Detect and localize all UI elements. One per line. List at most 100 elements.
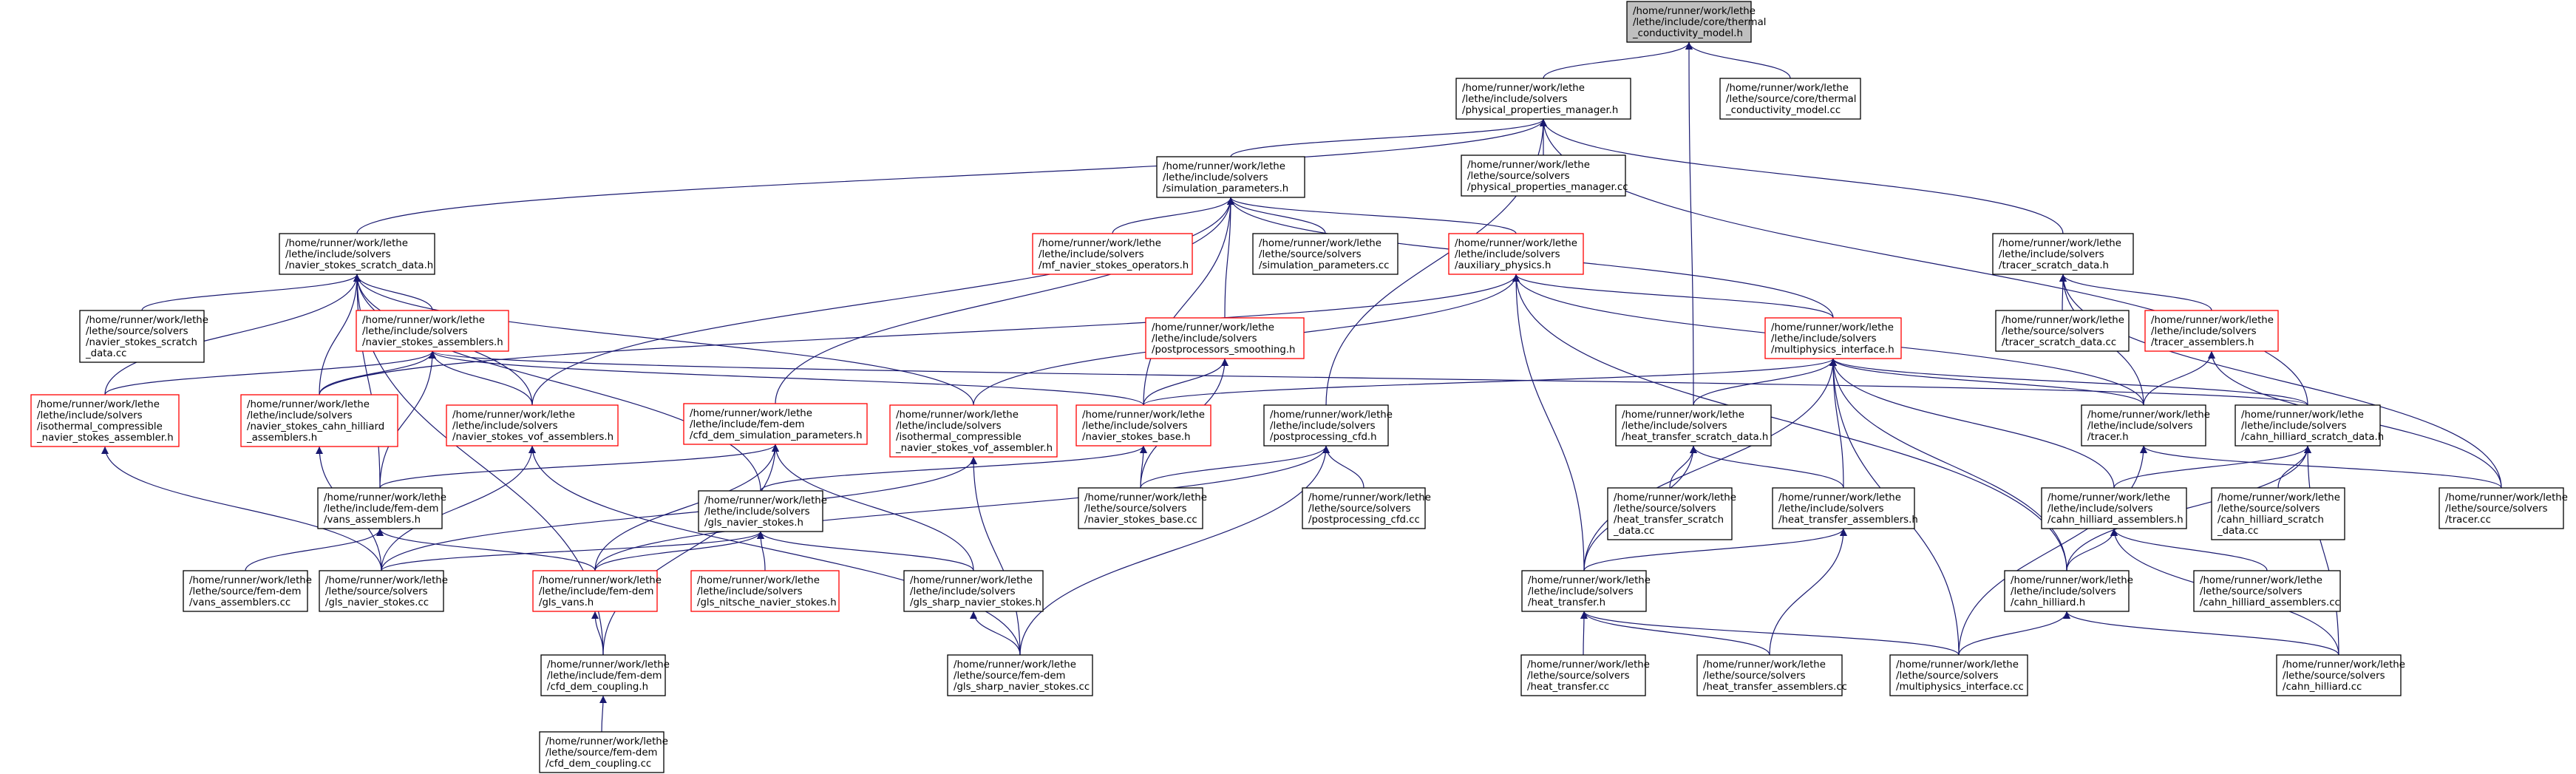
file-node-ns-vof-asm[interactable]: /home/runner/work/lethe/lethe/include/so… [446,404,619,447]
file-node-ht-sd-cc[interactable]: /home/runner/work/lethe/lethe/source/sol… [1607,487,1736,540]
file-node-aux[interactable]: /home/runner/work/lethe/lethe/include/so… [1448,233,1584,275]
file-node-cfd-dem-coupling[interactable]: /home/runner/work/lethe/lethe/include/fe… [540,654,670,696]
file-node-vans-asm[interactable]: /home/runner/work/lethe/lethe/include/fe… [317,487,446,529]
file-node-gls-nitsche[interactable]: /home/runner/work/lethe/lethe/include/so… [690,570,840,612]
node-label-line: /lethe/source/solvers [86,326,188,337]
file-node-gls-sharp-cc[interactable]: /home/runner/work/lethe/lethe/source/fem… [947,654,1093,696]
node-box [532,570,658,612]
edge-ns-asm-to-iso-comp-asm [104,350,436,396]
edge-tracer-sd-to-tracer-cc [2059,274,2502,489]
edge-ns-sd-to-vans-asm [353,274,381,489]
file-node-gls-sharp[interactable]: /home/runner/work/lethe/lethe/include/so… [903,570,1044,612]
node-label-line: /tracer.h [2087,432,2129,443]
file-node-iso-comp-asm[interactable]: /home/runner/work/lethe/lethe/include/so… [30,394,180,447]
node-label-line: /lethe/include/solvers [2151,326,2257,337]
file-node-cfd-dem-coupling-cc[interactable]: /home/runner/work/lethe/lethe/source/fem… [539,731,668,773]
node-label-line: /lethe/source/solvers [1703,671,1806,682]
file-node-tracer-h[interactable]: /home/runner/work/lethe/lethe/include/so… [2081,404,2210,447]
edge-vans-asm-to-vans-asm-cc [245,528,384,571]
file-node-ppm-cc[interactable]: /home/runner/work/lethe/lethe/source/sol… [1461,155,1628,197]
node-label-line: /gls_sharp_navier_stokes.h [910,597,1041,608]
node-label-line: /gls_navier_stokes.cc [325,597,429,608]
file-node-mf-ns-ops[interactable]: /home/runner/work/lethe/lethe/include/so… [1032,233,1193,275]
node-box [1696,654,1843,696]
file-node-pp-cfd-cc[interactable]: /home/runner/work/lethe/lethe/source/sol… [1302,487,1431,529]
file-node-gls-ns[interactable]: /home/runner/work/lethe/lethe/include/so… [698,490,827,532]
edge-ch-sd-to-ch-cc [2304,445,2339,656]
node-label-line: /cahn_hilliard.cc [2283,682,2362,693]
node-label-line: /home/runner/work/lethe [2002,315,2124,326]
node-label-line: /home/runner/work/lethe [1614,492,1736,503]
file-node-ht-asm[interactable]: /home/runner/work/lethe/lethe/include/so… [1772,487,1918,529]
file-node-gls-vans[interactable]: /home/runner/work/lethe/lethe/include/fe… [532,570,662,612]
file-node-simparams[interactable]: /home/runner/work/lethe/lethe/include/so… [1156,156,1305,198]
file-node-thermal-cc[interactable]: /home/runner/work/lethe/lethe/source/cor… [1719,78,1861,120]
file-node-ns-base[interactable]: /home/runner/work/lethe/lethe/include/so… [1075,404,1211,447]
node-box [1455,78,1631,120]
file-node-pp-cfd[interactable]: /home/runner/work/lethe/lethe/include/so… [1263,404,1393,447]
node-label-line: /gls_sharp_navier_stokes.cc [954,682,1090,693]
file-node-ns-sd[interactable]: /home/runner/work/lethe/lethe/include/so… [279,233,435,275]
file-node-ch-sd-cc[interactable]: /home/runner/work/lethe/lethe/source/sol… [2211,487,2345,540]
edge-cfd-dem-params-to-vans-asm [379,444,779,489]
node-label-line: /home/runner/work/lethe [1270,410,1393,421]
file-node-tracer-cc[interactable]: /home/runner/work/lethe/lethe/source/sol… [2439,487,2568,529]
node-label-line: /cahn_hilliard_scratch [2218,515,2324,526]
node-label-line: /lethe/include/core/thermal [1633,17,1766,28]
file-node-ns-base-cc[interactable]: /home/runner/work/lethe/lethe/source/sol… [1078,487,1207,529]
edge-aux-to-mp-iface [1512,274,1834,319]
file-node-ch-cc[interactable]: /home/runner/work/lethe/lethe/source/sol… [2276,654,2405,696]
file-node-ht-sd[interactable]: /home/runner/work/lethe/lethe/include/so… [1615,404,1772,447]
edge-mp-iface-to-tracer-h [1829,358,2144,406]
node-label-line: /home/runner/work/lethe [1896,659,2019,671]
file-node-ch-asm-cc[interactable]: /home/runner/work/lethe/lethe/source/sol… [2193,570,2341,612]
file-node-ht-cc[interactable]: /home/runner/work/lethe/lethe/source/sol… [1520,654,1650,696]
node-label-line: /lethe/include/solvers [452,421,558,432]
node-label-line: /lethe/include/solvers [1082,421,1188,432]
file-node-ns-sd-cc[interactable]: /home/runner/work/lethe/lethe/source/sol… [79,310,208,363]
node-box [2041,487,2187,529]
node-box [2081,404,2206,447]
node-box [1764,317,1902,359]
node-label-line: /home/runner/work/lethe [1726,83,1849,94]
node-label-line: /postprocessing_cfd.h [1270,432,1377,443]
file-node-pp-smooth[interactable]: /home/runner/work/lethe/lethe/include/so… [1145,317,1305,359]
edge-gls-sharp-to-gls-sharp-cc [970,611,1021,656]
edge-ns-sd-to-ns-asm [353,274,433,311]
file-node-thermal[interactable]: /home/runner/work/lethe/lethe/include/co… [1626,1,1766,43]
file-node-gls-ns-cc[interactable]: /home/runner/work/lethe/lethe/source/sol… [319,570,448,612]
file-node-ch-sd[interactable]: /home/runner/work/lethe/lethe/include/so… [2235,404,2384,447]
node-box [1992,233,2134,275]
edge-gls-vans-to-cfd-dem-coupling [591,611,604,656]
file-node-ppm[interactable]: /home/runner/work/lethe/lethe/include/so… [1455,78,1631,120]
file-node-tracer-sd[interactable]: /home/runner/work/lethe/lethe/include/so… [1992,233,2134,275]
node-label-line: /home/runner/work/lethe [1084,492,1207,503]
node-box [889,404,1058,458]
node-label-line: /home/runner/work/lethe [325,575,448,586]
file-node-tracer-asm[interactable]: /home/runner/work/lethe/lethe/include/so… [2144,310,2279,352]
file-node-ht-h[interactable]: /home/runner/work/lethe/lethe/include/so… [1521,570,1651,612]
edge-ch-asm-to-ch-h [2066,528,2118,571]
file-node-cfd-dem-params[interactable]: /home/runner/work/lethe/lethe/include/fe… [683,403,868,445]
file-node-mp-iface[interactable]: /home/runner/work/lethe/lethe/include/so… [1764,317,1902,359]
file-node-ns-ch-asm[interactable]: /home/runner/work/lethe/lethe/include/so… [240,394,398,447]
file-node-ch-asm[interactable]: /home/runner/work/lethe/lethe/include/so… [2041,487,2187,529]
node-box [1448,233,1584,275]
file-node-simparams-cc[interactable]: /home/runner/work/lethe/lethe/source/sol… [1252,233,1399,275]
node-label-line: /lethe/source/fem-dem [546,747,657,758]
file-node-ch-h[interactable]: /home/runner/work/lethe/lethe/include/so… [2004,570,2133,612]
node-label-line: /cfd_dem_coupling.cc [546,758,651,770]
file-node-ht-asm-cc[interactable]: /home/runner/work/lethe/lethe/source/sol… [1696,654,1847,696]
node-label-line: /home/runner/work/lethe [910,575,1033,586]
file-node-iso-comp-vof[interactable]: /home/runner/work/lethe/lethe/include/so… [889,404,1058,458]
file-node-mp-iface-cc[interactable]: /home/runner/work/lethe/lethe/source/sol… [1889,654,2028,696]
file-node-vans-asm-cc[interactable]: /home/runner/work/lethe/lethe/source/fem… [183,570,312,612]
node-box [1520,654,1646,696]
edge-mp-iface-to-ht-sd [1693,358,1837,406]
edge-ch-sd-to-ch-h [2066,445,2311,571]
node-box [183,570,308,612]
file-node-tracer-sd-cc[interactable]: /home/runner/work/lethe/lethe/source/sol… [1995,310,2130,352]
node-label-line: /tracer_assemblers.h [2151,337,2254,348]
file-node-ns-asm[interactable]: /home/runner/work/lethe/lethe/include/so… [356,310,509,352]
node-box [1521,570,1647,612]
